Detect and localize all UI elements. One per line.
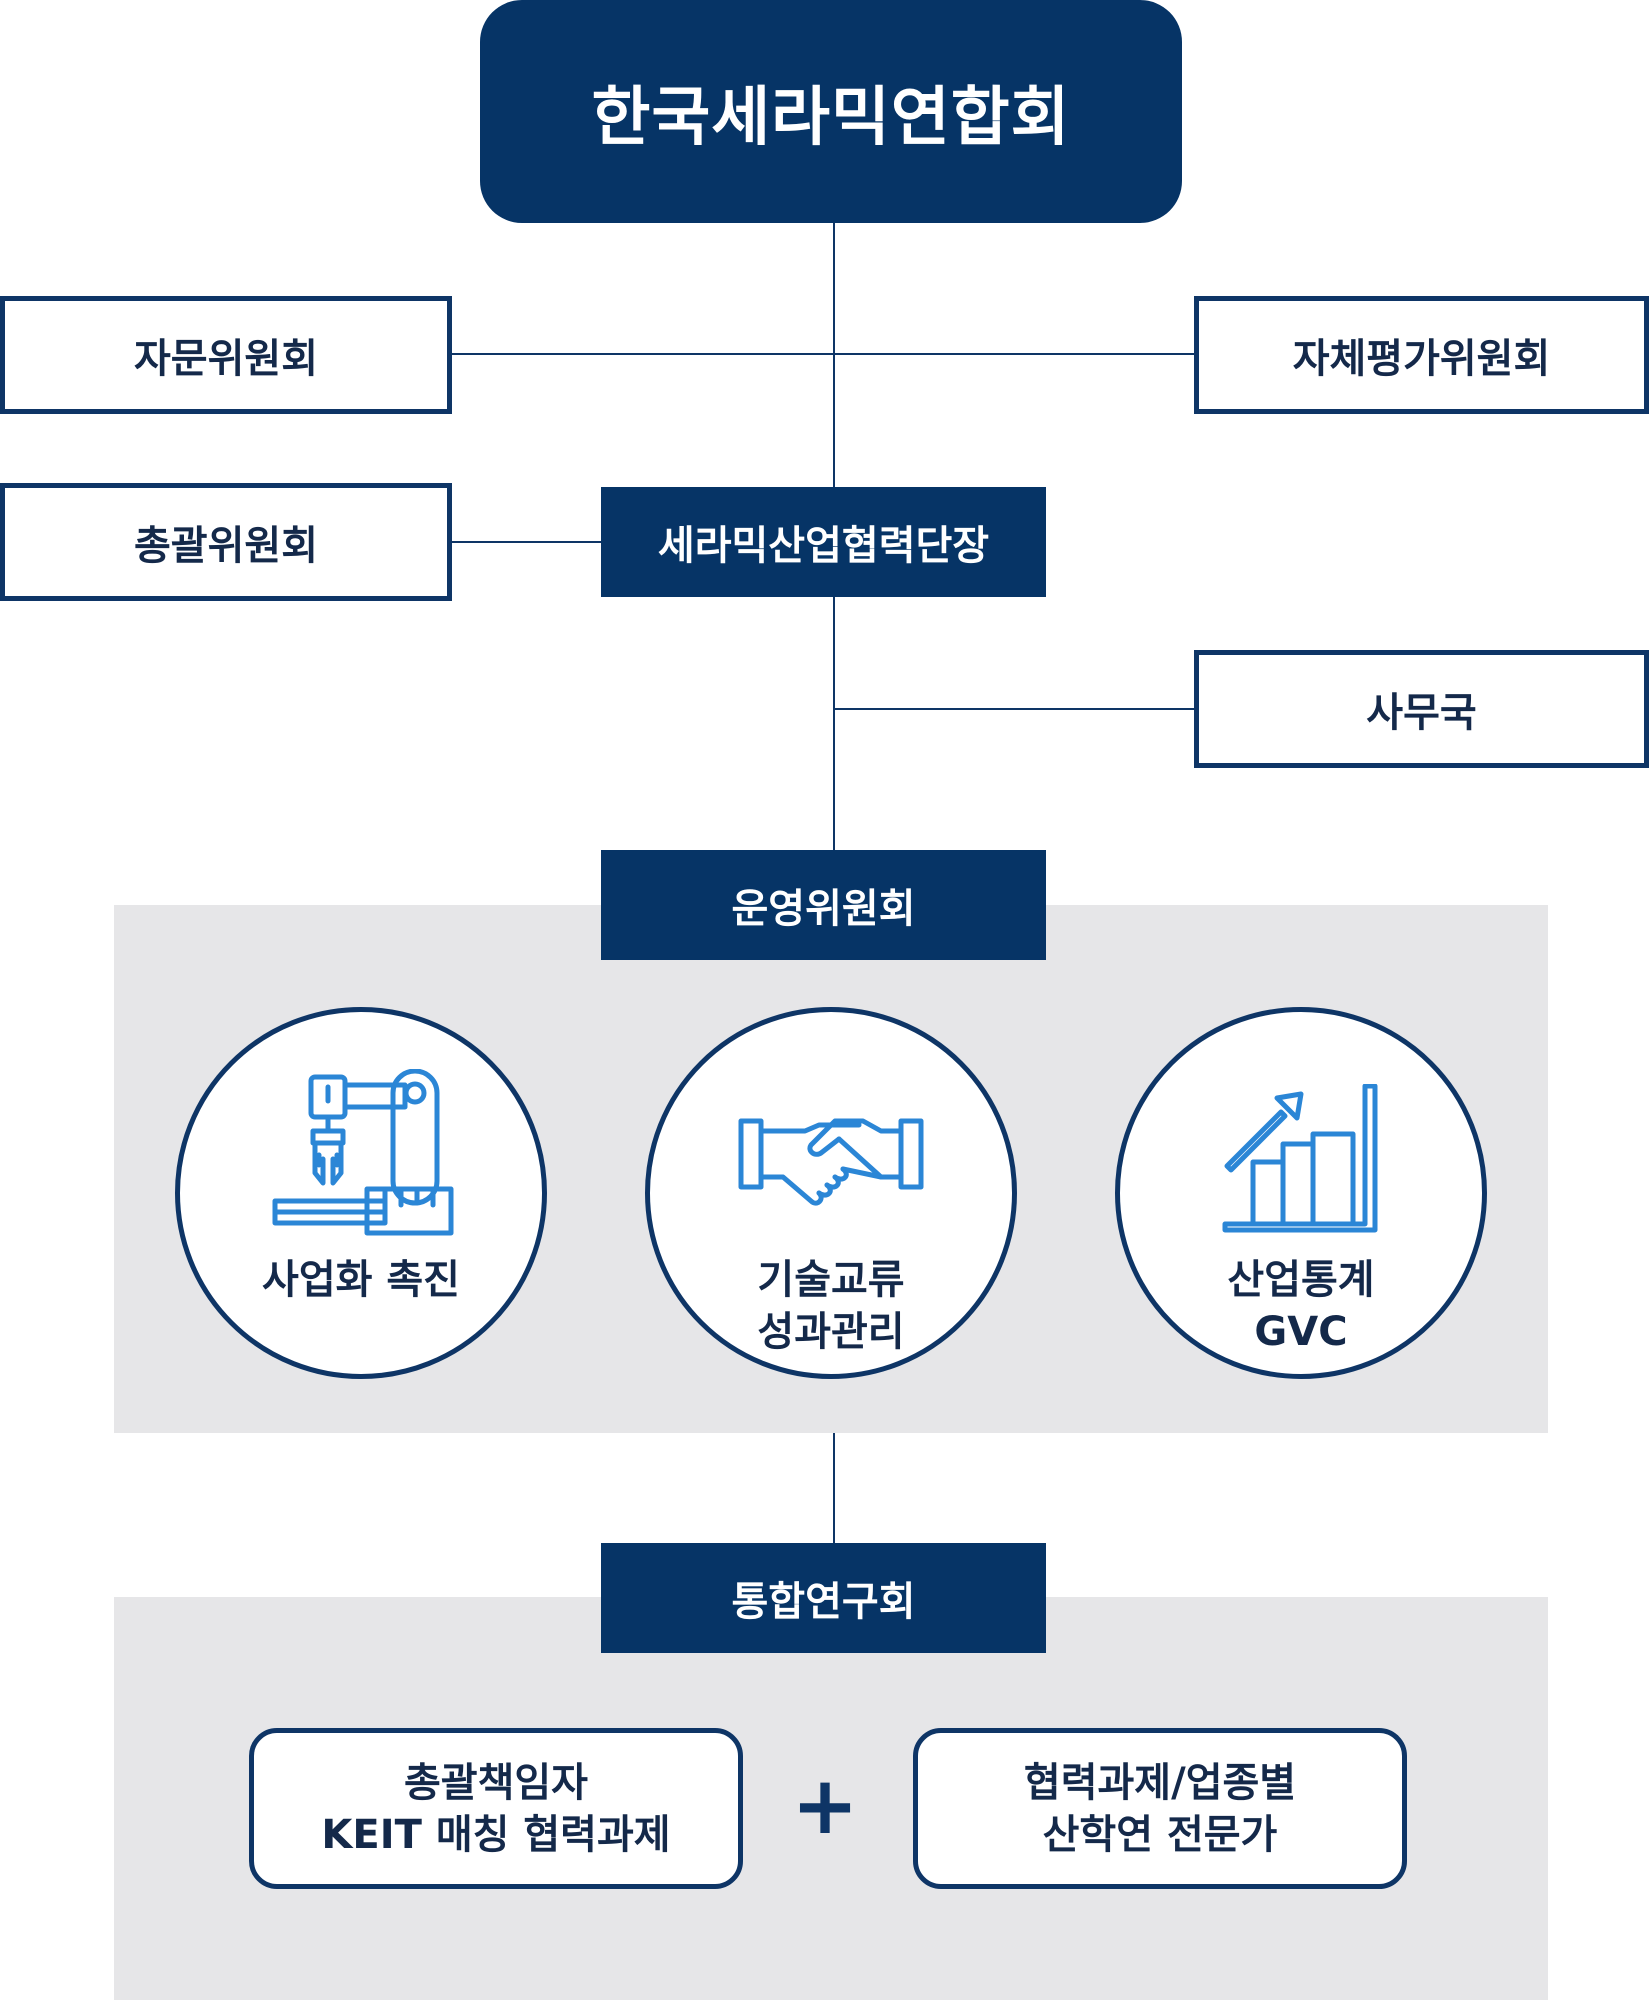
connector-top-to-group (833, 222, 835, 490)
secretariat-label: 사무국 (1366, 690, 1477, 736)
robot-arm-icon (261, 1064, 461, 1254)
plus-icon: + (791, 1758, 859, 1852)
commercialization-label: 사업화 촉진 (262, 1257, 460, 1303)
self-evaluation-committee-box: 자체평가위원회 (1194, 296, 1649, 414)
connector-secretariat (833, 708, 1197, 710)
experts-label: 협력과제/업종별 산학연 전문가 (1023, 1759, 1297, 1858)
advisory-committee-box: 자문위원회 (0, 296, 452, 414)
connector-advisory (448, 353, 1196, 355)
connector-operation-to-research (833, 1433, 835, 1545)
research-group-box: 통합연구회 (601, 1543, 1046, 1653)
general-committee-label: 총괄위원회 (134, 523, 318, 569)
self-evaluation-committee-label: 자체평가위원회 (1292, 336, 1551, 382)
project-manager-label: 총괄책임자 KEIT 매칭 협력과제 (321, 1759, 671, 1858)
advisory-committee-label: 자문위원회 (134, 336, 318, 382)
tech-exchange-circle: 기술교류 성과관리 (645, 1007, 1017, 1379)
org-title: 한국세라믹연합회 (591, 80, 1071, 155)
experts-box: 협력과제/업종별 산학연 전문가 (913, 1728, 1407, 1889)
handshake-icon (731, 1064, 931, 1254)
connector-group-to-operation (833, 597, 835, 851)
operation-committee-box: 운영위원회 (601, 850, 1046, 960)
industry-statistics-circle: 산업통계 GVC (1115, 1007, 1487, 1379)
cooperation-group-box: 세라믹산업협력단장 (601, 487, 1046, 597)
general-committee-box: 총괄위원회 (0, 483, 452, 601)
connector-general (448, 541, 602, 543)
project-manager-box: 총괄책임자 KEIT 매칭 협력과제 (249, 1728, 743, 1889)
secretariat-box: 사무국 (1194, 650, 1649, 768)
research-group-label: 통합연구회 (731, 1579, 916, 1625)
tech-exchange-label: 기술교류 성과관리 (757, 1257, 905, 1355)
cooperation-group-label: 세라믹산업협력단장 (657, 523, 990, 569)
growth-chart-icon (1221, 1064, 1381, 1254)
industry-statistics-label: 산업통계 GVC (1227, 1257, 1375, 1355)
operation-committee-label: 운영위원회 (731, 886, 916, 932)
org-title-box: 한국세라믹연합회 (480, 0, 1182, 223)
commercialization-circle: 사업화 촉진 (175, 1007, 547, 1379)
